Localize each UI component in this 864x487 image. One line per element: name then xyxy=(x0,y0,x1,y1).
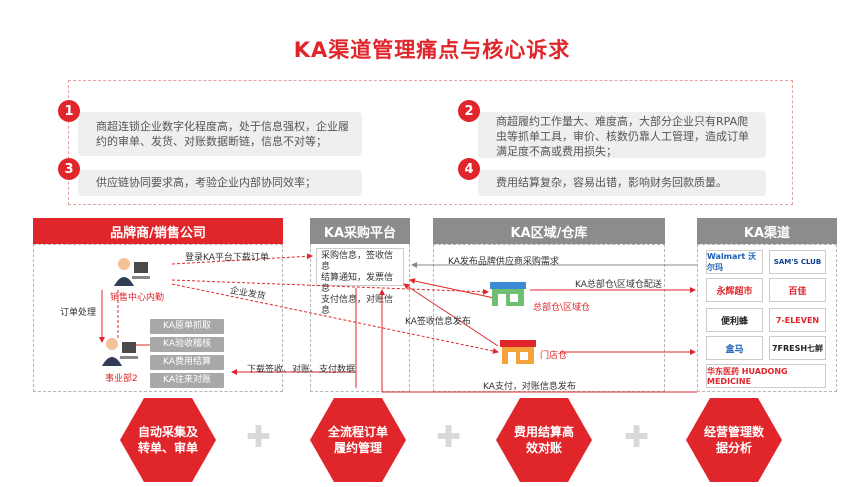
column-channel-frame xyxy=(697,244,837,392)
flow-label-sign-publish: KA签收信息发布 xyxy=(405,317,471,327)
division-person-icon xyxy=(98,336,138,366)
flow-label-login: 登录KA平台下载订单 xyxy=(185,253,269,263)
seven-eleven-logo: 7-ELEVEN xyxy=(769,308,826,332)
brand-row-3: 便利蜂 7-ELEVEN xyxy=(706,308,826,334)
walmart-logo: Walmart 沃尔玛 xyxy=(706,250,763,274)
pain-point-3: 供应链协同要求高，考验企业内部协同效率； xyxy=(78,170,362,196)
store-warehouse-icon xyxy=(500,338,536,366)
division-label: 事业部2 xyxy=(105,374,138,384)
column-brand-header: 品牌商/销售公司 xyxy=(33,218,283,244)
pain-point-4: 费用结算复杂，容易出错，影响财务回款质量。 xyxy=(478,170,766,196)
huadong-medicine-logo: 华东医药 HUADONG MEDICINE xyxy=(706,364,826,388)
brand-row-5: 华东医药 HUADONG MEDICINE xyxy=(706,364,826,388)
pain-point-2: 商超履约工作量大、难度高，大部分企业只有RPA爬虫等抓单工具，审价、核数仍靠人工… xyxy=(478,112,766,158)
plus-icon: ✚ xyxy=(436,420,462,455)
pain-point-4-number: 4 xyxy=(458,158,480,180)
feature-auto-collect-text: 自动采集及转单、审单 xyxy=(138,425,199,455)
platform-info-box: 采购信息，签收信息 结算通知，发票信息 支付信息，对账信息 xyxy=(316,248,404,316)
platform-info-line-3: 支付信息，对账信息 xyxy=(321,295,394,316)
tag-fee-settlement: KA费用结算 xyxy=(150,355,224,370)
order-processing-label: 订单处理 xyxy=(60,308,97,318)
feature-data-analysis-text: 经营管理数据分析 xyxy=(704,425,765,455)
plus-icon: ✚ xyxy=(246,420,272,455)
platform-info-line-2: 结算通知，发票信息 xyxy=(321,273,394,294)
brand-row-4: 盒马 7FRESH七鲜 xyxy=(706,336,826,362)
brand-row-2: 永辉超市 百佳 xyxy=(706,278,826,304)
flow-label-dc-delivery: KA总部仓\区域仓配送 xyxy=(575,280,662,290)
feature-auto-collect: 自动采集及转单、审单 xyxy=(120,398,216,482)
hema-logo: 盒马 xyxy=(706,336,763,360)
column-platform-frame xyxy=(310,244,410,392)
pain-point-3-number: 3 xyxy=(58,158,80,180)
pain-point-1-text: 商超连锁企业数字化程度高，处于信息强权，企业履约的审单、发货、对账数据断链，信息… xyxy=(96,120,349,148)
yonghui-logo: 永辉超市 xyxy=(706,278,763,302)
sams-club-logo: SAM'S CLUB xyxy=(769,250,826,274)
flow-label-download: 下载签收、对账、支付数据 xyxy=(247,365,356,375)
feature-order-fulfill: 全流程订单履约管理 xyxy=(310,398,406,482)
store-warehouse-label: 门店仓 xyxy=(540,351,568,361)
platform-info-line-1: 采购信息，签收信息 xyxy=(321,251,394,272)
feature-data-analysis: 经营管理数据分析 xyxy=(686,398,782,482)
pain-point-2-text: 商超履约工作量大、难度高，大部分企业只有RPA爬虫等抓单工具，审价、核数仍靠人工… xyxy=(496,115,749,158)
flow-label-pay-publish: KA支付，对账信息发布 xyxy=(483,382,576,392)
column-channel-header: KA渠道 xyxy=(697,218,837,244)
pain-point-3-text: 供应链协同要求高，考验企业内部协同效率； xyxy=(96,176,316,189)
feature-fee-settle: 费用结算高效对账 xyxy=(496,398,592,482)
tag-order-capture: KA原单抓取 xyxy=(150,319,224,334)
flow-label-publish-demand: KA发布品牌供应商采购需求 xyxy=(448,257,559,267)
bianlifeng-logo: 便利蜂 xyxy=(706,308,763,332)
baijia-logo: 百佳 xyxy=(769,278,826,302)
page-title: KA渠道管理痛点与核心诉求 xyxy=(293,38,571,62)
pain-point-1: 商超连锁企业数字化程度高，处于信息强权，企业履约的审单、发货、对账数据断链，信息… xyxy=(78,112,362,156)
sales-center-label: 销售中心内勤 xyxy=(110,293,165,303)
tag-account-reconcile: KA往来对账 xyxy=(150,373,224,388)
pain-points-frame xyxy=(68,80,793,205)
dc-warehouse-label: 总部仓\区域仓 xyxy=(533,303,591,313)
pain-point-1-number: 1 xyxy=(58,100,80,122)
sales-center-person-icon xyxy=(110,256,150,286)
pain-point-2-number: 2 xyxy=(458,100,480,122)
tag-receipt-audit: KA验收稽核 xyxy=(150,337,224,352)
column-platform-header: KA采购平台 xyxy=(310,218,410,244)
pain-point-4-text: 费用结算复杂，容易出错，影响财务回款质量。 xyxy=(496,176,727,189)
brand-row-1: Walmart 沃尔玛 SAM'S CLUB xyxy=(706,250,826,276)
7fresh-logo: 7FRESH七鲜 xyxy=(769,336,826,360)
column-brand-frame xyxy=(33,244,283,392)
column-region-header: KA区域/仓库 xyxy=(433,218,665,244)
dc-warehouse-icon xyxy=(490,280,526,308)
feature-order-fulfill-text: 全流程订单履约管理 xyxy=(328,425,389,455)
feature-fee-settle-text: 费用结算高效对账 xyxy=(514,425,575,455)
plus-icon: ✚ xyxy=(624,420,650,455)
